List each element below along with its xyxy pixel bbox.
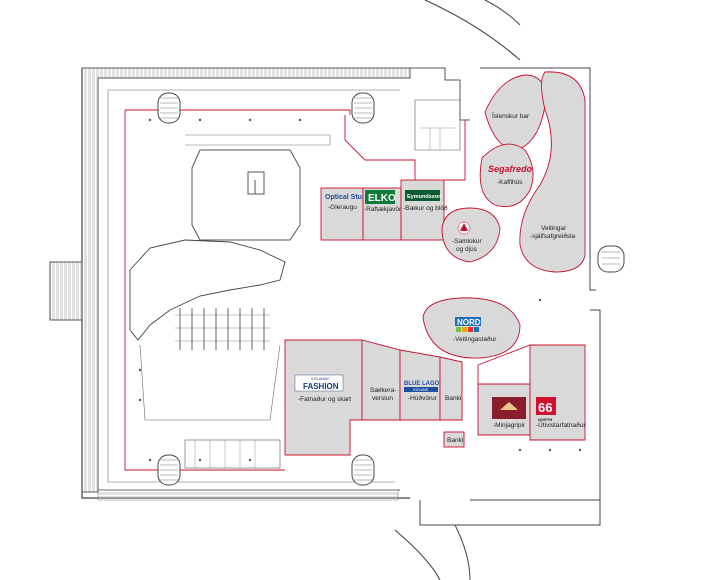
store-optical-studio[interactable]: Optical Studio -Gleraugu (320, 187, 372, 241)
store-eymundsson[interactable]: Eymundsson -Bækur og blöð (400, 179, 448, 241)
banki-1-label: Banki (445, 395, 461, 402)
store-elko[interactable]: ELKO -Raftækjavörur (362, 187, 408, 241)
store-block-outline (344, 115, 416, 180)
store-nord[interactable]: NORD -Veitingastaður (422, 297, 521, 359)
segafredo-label: -Kaffihús (497, 179, 523, 186)
nord-logo-squares (456, 327, 479, 332)
store-block-outline-right (444, 120, 466, 181)
store-saelkeraverslun[interactable]: Sælkera- verslun (361, 339, 401, 421)
bluelagoon-logo-small: ICELAND (413, 388, 429, 392)
veitingar-label-2: -sjálfsafgreiðsla (530, 232, 576, 240)
elko-label: -Raftækjavörur (364, 206, 408, 213)
saelkera-label-2: verslun (372, 395, 393, 402)
bluelagoon-label: -Húðvörur (408, 394, 438, 402)
minjagripir-logo-shape (500, 402, 518, 410)
store-block-outline-bottom (477, 344, 531, 384)
segafredo-logo: Segafredo (488, 164, 533, 174)
islenskur-bar-label: Íslenskur bar (492, 111, 530, 120)
fashion-logo-small: ICELANDIC (311, 377, 330, 381)
eymundsson-logo: Eymundsson (407, 194, 442, 200)
fashion-label: -Fatnaður og skart (298, 395, 351, 403)
optical-studio-label: -Gleraugu (328, 204, 357, 211)
66north-logo-text: 66 (538, 400, 552, 415)
66north-label: -Útivistarfatnaður (536, 420, 586, 429)
store-samlokur[interactable]: -Samlokur og djús (441, 207, 501, 263)
store-minjagripir[interactable]: -Minjagripir (477, 383, 531, 436)
samlokur-label-2: og djús (456, 246, 478, 253)
store-icelandic-fashion[interactable]: ICELANDIC FASHION -Fatnaður og skart (284, 339, 363, 456)
66north-logo-small: NORTH (538, 417, 552, 422)
samlokur-logo-shape (460, 223, 468, 231)
saelkera-label: Sælkera- (370, 387, 396, 394)
minjagripir-label: -Minjagripir (493, 422, 526, 429)
bluelagoon-logo: BLUE LAGOON (404, 381, 448, 387)
store-banki-1[interactable]: Banki (439, 356, 463, 421)
store-veitingar[interactable]: Veitingar -sjálfsafgreiðsla (519, 71, 586, 273)
elko-logo: ELKO (368, 193, 396, 204)
nord-label: -Veitingastaður (453, 335, 497, 343)
nord-logo: NORD (457, 318, 481, 327)
optical-studio-logo: Optical Studio (325, 194, 372, 201)
eymundsson-label: -Bækur og blöð (403, 204, 448, 212)
store-66-north[interactable]: 66 NORTH -Útivistarfatnaður (529, 344, 586, 441)
banki-2-label: Banki (447, 437, 463, 444)
fashion-logo: FASHION (303, 382, 339, 391)
samlokur-label: -Samlokur (452, 238, 482, 245)
store-segafredo[interactable]: Segafredo -Kaffihús (479, 143, 534, 208)
veitingar-label: Veitingar (541, 225, 567, 232)
store-islenskur-bar[interactable]: Íslenskur bar (484, 74, 546, 151)
store-banki-2[interactable]: Banki (443, 431, 465, 448)
building-structure (49, 0, 625, 580)
66north-logo (536, 397, 556, 415)
